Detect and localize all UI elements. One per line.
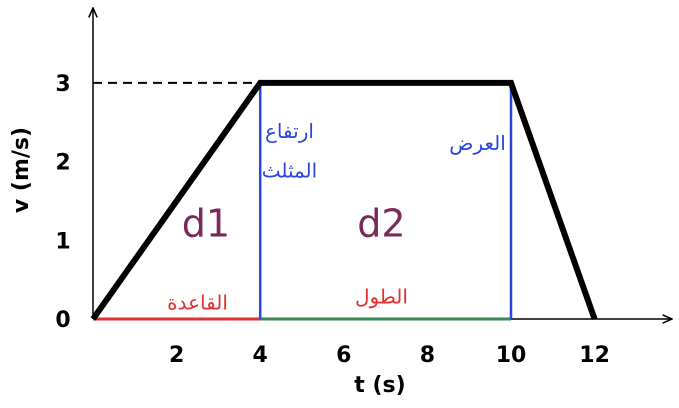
x-tick-label-4: 10 [496,343,527,368]
x-tick-label-0: 2 [169,343,184,368]
y-axis-title: v (m/s) [9,127,34,213]
region-label-1: d2 [357,201,405,245]
annotation-3: المثلث [262,158,318,182]
annotation-0: القاعدة [167,291,228,315]
y-tick-label-1: 1 [55,229,70,254]
x-tick-label-2: 6 [336,343,351,368]
y-tick-label-0: 0 [55,308,70,333]
x-tick-label-3: 8 [420,343,435,368]
y-tick-label-3: 3 [55,72,70,97]
x-axis-title: t (s) [354,373,405,398]
x-tick-label-5: 12 [579,343,610,368]
annotation-1: الطول [355,284,408,308]
y-tick-label-2: 2 [55,151,70,176]
annotation-2: ارتفاع [265,119,314,143]
annotation-4: العرض [449,131,506,155]
x-tick-label-1: 4 [253,343,268,368]
series-line-0 [90,79,598,321]
region-label-0: d1 [182,201,230,245]
